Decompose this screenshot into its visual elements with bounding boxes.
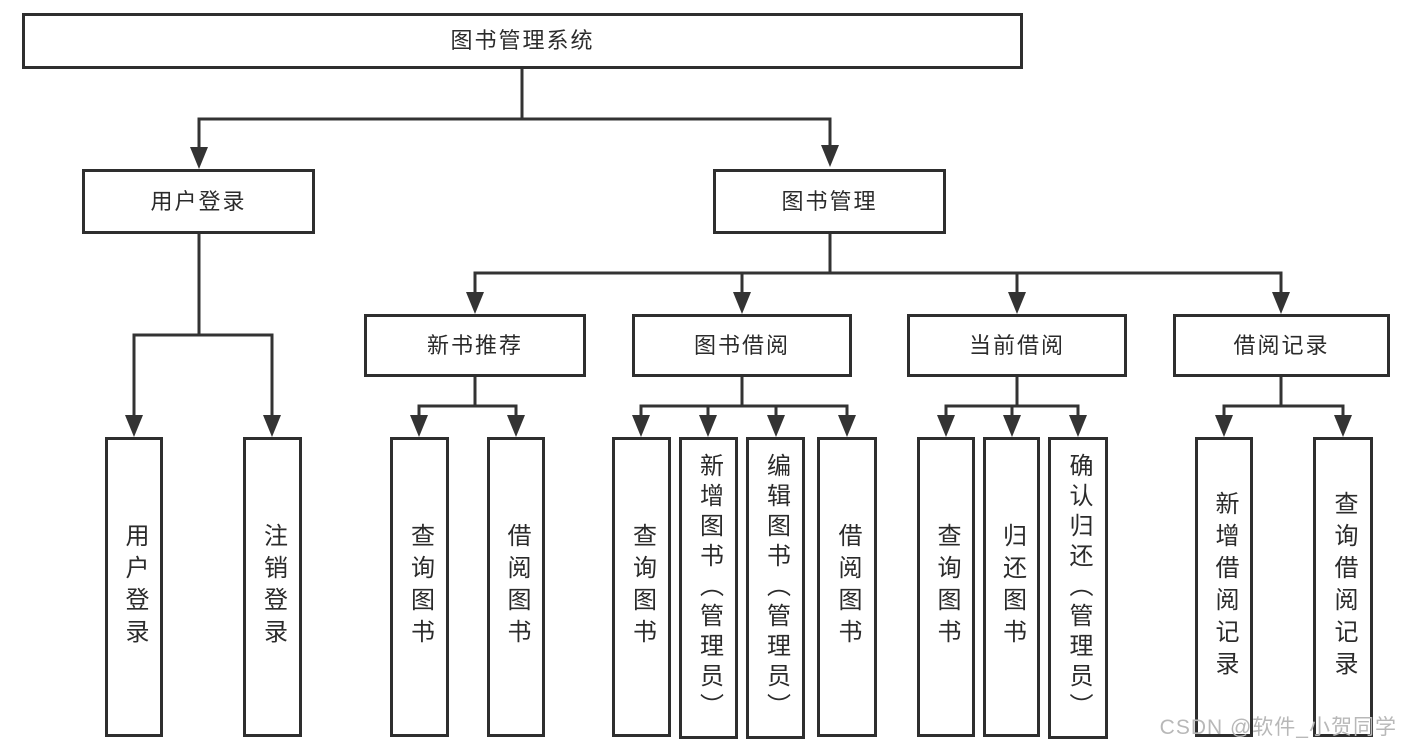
leaf-query-book-recommend: 查询图书: [390, 437, 449, 737]
leaf-query-borrow-record: 查询借阅记录: [1313, 437, 1373, 737]
node-new-book-recommend: 新书推荐: [364, 314, 586, 377]
node-book-borrow: 图书借阅: [632, 314, 852, 377]
leaf-query-book-current: 查询图书: [917, 437, 975, 737]
arrow-down-icon: [1215, 415, 1352, 437]
connector-book-borrow-to-leaves: [639, 377, 849, 415]
node-borrow-records: 借阅记录: [1173, 314, 1390, 377]
leaf-edit-book-admin: 编辑图书（管理员）: [746, 437, 805, 739]
arrow-down-icon: [125, 415, 281, 437]
node-book-management: 图书管理: [713, 169, 946, 234]
connector-current-borrow-to-leaves: [944, 377, 1080, 415]
connector-user-login-to-leaves: [132, 233, 274, 415]
leaf-user-login: 用户登录: [105, 437, 163, 737]
leaf-logout-login: 注销登录: [243, 437, 302, 737]
connector-new-book-recommend-to-leaves: [417, 377, 518, 415]
node-user-login: 用户登录: [82, 169, 315, 234]
leaf-query-book-borrow: 查询图书: [612, 437, 671, 737]
connector-book-management-to-level3: [473, 234, 1283, 292]
leaf-return-book: 归还图书: [983, 437, 1040, 737]
leaf-add-borrow-record: 新增借阅记录: [1195, 437, 1253, 737]
node-library-management-system: 图书管理系统: [22, 13, 1023, 69]
arrow-down-icon: [190, 145, 839, 169]
leaf-borrow-book-recommend: 借阅图书: [487, 437, 545, 737]
connector-root-to-level2: [197, 68, 832, 147]
leaf-confirm-return-admin: 确认归还（管理员）: [1048, 437, 1108, 739]
leaf-borrow-book: 借阅图书: [817, 437, 877, 737]
node-current-borrow: 当前借阅: [907, 314, 1127, 377]
arrow-down-icon: [632, 415, 856, 437]
leaf-add-book-admin: 新增图书（管理员）: [679, 437, 738, 739]
arrow-down-icon: [410, 415, 525, 437]
connector-borrow-records-to-leaves: [1222, 377, 1345, 415]
csdn-watermark: CSDN @软件_小贺同学: [1159, 716, 1397, 739]
arrow-down-icon: [466, 292, 1290, 314]
arrow-down-icon: [937, 415, 1087, 437]
